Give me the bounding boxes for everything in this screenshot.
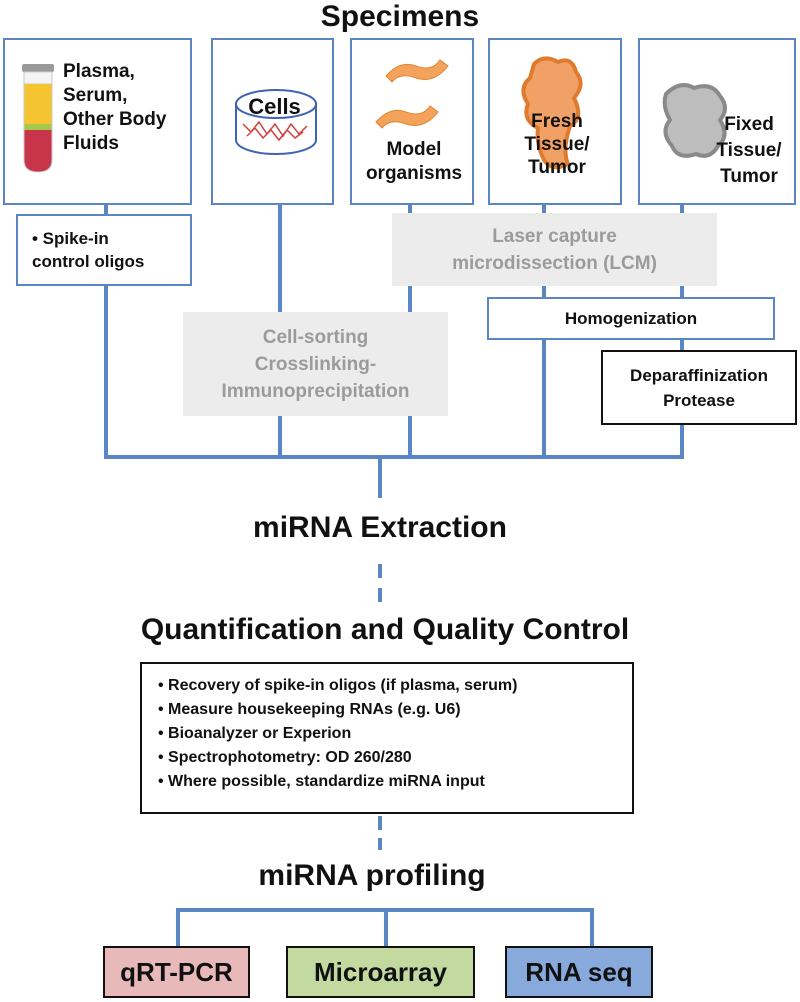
worm-icon-2	[375, 105, 439, 129]
specimen-plasma-box: Plasma, Serum, Other Body Fluids	[3, 38, 192, 205]
qc-heading: Quantification and Quality Control	[140, 613, 630, 646]
cell-sorting-box: Cell-sorting Crosslinking- Immunoprecipi…	[183, 312, 448, 416]
qc-list: Recovery of spike-in oligos (if plasma, …	[158, 674, 632, 794]
connector-plasma	[104, 203, 108, 458]
microarray-box: Microarray	[286, 946, 475, 998]
specimen-plasma-label: Plasma, Serum, Other Body Fluids	[63, 61, 167, 154]
cells-dish-icon	[235, 89, 317, 155]
qc-item: Bioanalyzer or Experion	[158, 722, 632, 746]
worm-icon	[385, 59, 449, 83]
fresh-tissue-icon	[521, 56, 583, 170]
specimen-model-label: Model organisms	[365, 139, 463, 184]
connector-qc-profiling-2	[378, 838, 382, 850]
specimen-cells-label: Cells	[248, 94, 301, 119]
blood-tube-icon	[22, 64, 54, 173]
specimen-fixed-label: Fixed Tissue/ Tumor	[716, 114, 782, 187]
rna-seq-box: RNA seq	[505, 946, 653, 998]
specimen-fresh-label: Fresh Tissue/ Tumor	[524, 111, 590, 178]
connector-qc-profiling-1	[378, 816, 382, 830]
qc-item: Recovery of spike-in oligos (if plasma, …	[158, 674, 632, 698]
connector-profiling-microarray	[384, 908, 388, 948]
connector-extraction-qc-2	[378, 588, 382, 602]
connector-profiling-rnaseq	[590, 908, 594, 948]
connector-extraction-qc-1	[378, 564, 382, 578]
deparaffinization-box: Deparaffinization Protease	[601, 350, 797, 425]
specimen-fresh-box: Fresh Tissue/ Tumor	[488, 38, 622, 205]
qc-list-box: Recovery of spike-in oligos (if plasma, …	[140, 662, 634, 814]
specimens-title: Specimens	[320, 0, 480, 33]
specimen-fixed-box: Fixed Tissue/ Tumor	[638, 38, 796, 205]
profiling-heading: miRNA profiling	[258, 859, 486, 892]
specimen-model-box: Model organisms	[350, 38, 474, 205]
fixed-tissue-icon	[662, 83, 727, 158]
qc-item: Where possible, standardize miRNA input	[158, 770, 632, 794]
connector-profiling-qrt	[176, 908, 180, 948]
qrt-pcr-box: qRT-PCR	[103, 946, 250, 998]
qc-item: Measure housekeeping RNAs (e.g. U6)	[158, 698, 632, 722]
connector-bus	[104, 455, 684, 459]
extraction-heading: miRNA Extraction	[253, 511, 507, 544]
spike-in-box: • Spike-in control oligos	[16, 214, 192, 286]
connector-to-extraction	[378, 455, 382, 498]
specimen-cells-box: Cells	[211, 38, 334, 205]
qc-item: Spectrophotometry: OD 260/280	[158, 746, 632, 770]
homogenization-box: Homogenization	[487, 297, 775, 340]
lcm-box: Laser capture microdissection (LCM)	[392, 213, 717, 286]
